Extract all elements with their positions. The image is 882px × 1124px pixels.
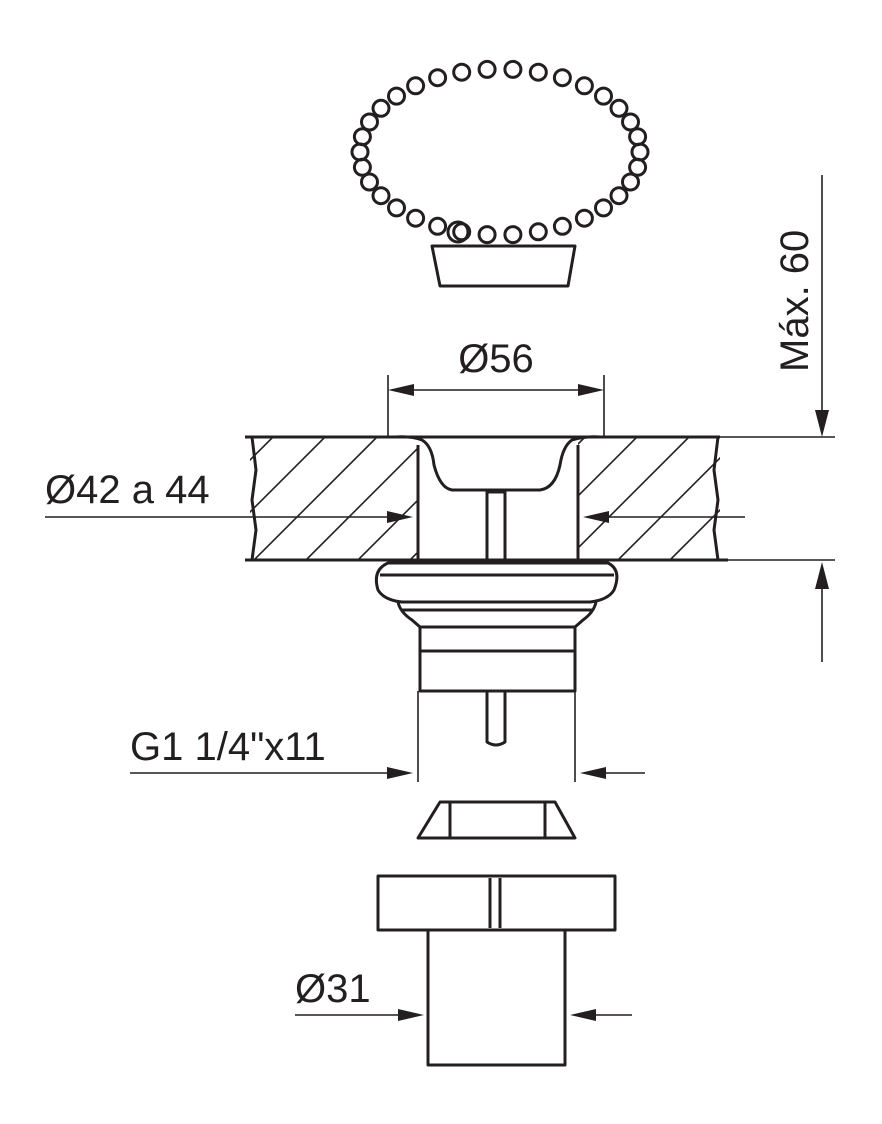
chain-bead <box>428 216 448 236</box>
chain-bead <box>428 68 448 88</box>
hatch-line <box>357 498 418 560</box>
chain-bead <box>628 127 648 147</box>
hatch-line <box>409 550 418 560</box>
hatch-line <box>826 437 882 560</box>
chain-bead <box>574 76 594 96</box>
hatch-line <box>774 437 882 560</box>
max-height-label: Máx. 60 <box>773 230 817 372</box>
chain-bead <box>609 186 629 206</box>
thread-label: G1 1/4"x11 <box>130 725 326 769</box>
hatch-line <box>250 437 326 514</box>
plug-stopper <box>430 244 577 288</box>
max-height-dimension: Máx. 60 <box>720 175 835 662</box>
flange-diameter-label: Ø56 <box>458 337 534 381</box>
chain-bead <box>552 216 572 236</box>
chain-bead <box>406 208 426 228</box>
chain-bead <box>594 198 613 218</box>
hatch-line <box>578 437 690 550</box>
chain-bead <box>387 198 406 218</box>
hatch-line <box>253 437 378 560</box>
washer <box>416 800 577 840</box>
chain-bead <box>477 59 497 79</box>
hatch-line <box>878 437 882 560</box>
chain-bead <box>621 172 640 192</box>
countertop-section <box>245 435 882 562</box>
chain-bead <box>628 157 648 177</box>
chain-bead <box>594 86 613 106</box>
thread-dimension: G1 1/4"x11 <box>130 691 645 782</box>
chain-bead <box>621 112 640 132</box>
chain-ring <box>446 220 470 244</box>
chain-bead <box>609 98 629 118</box>
chain-bead <box>528 222 548 242</box>
chain-bead <box>503 225 523 245</box>
hatch-line <box>462 437 585 560</box>
hatch-line <box>826 437 882 560</box>
drain-body <box>374 435 619 747</box>
hatch-line <box>722 437 845 560</box>
hatch-line <box>617 456 720 560</box>
chain-bead <box>406 76 426 96</box>
hatch-line <box>578 437 638 498</box>
chain-bead <box>360 112 379 132</box>
ball-chain <box>350 59 650 245</box>
chain-bead <box>371 186 391 206</box>
chain-bead <box>371 98 391 118</box>
hatch-line <box>669 508 720 560</box>
chain-bead <box>387 86 406 106</box>
hatch-line <box>722 437 845 560</box>
hatch-line <box>774 437 882 560</box>
chain-bead <box>528 62 548 82</box>
hatch-line <box>250 437 274 462</box>
chain-bead <box>630 142 650 162</box>
hatch-line <box>878 437 882 560</box>
outlet-diameter-label: Ø31 <box>295 967 371 1011</box>
chain-bead <box>352 127 372 147</box>
chain-bead <box>360 172 379 192</box>
hatch-line <box>578 437 586 446</box>
hatch-line <box>305 446 418 560</box>
flange-diameter-dimension: Ø56 <box>387 337 605 437</box>
chain-bead <box>350 142 370 162</box>
outlet-diameter-dimension: Ø31 <box>295 967 632 1021</box>
chain-bead <box>552 68 572 88</box>
chain-bead <box>452 62 472 82</box>
hole-diameter-dimension: Ø42 a 44 <box>45 468 745 523</box>
chain-bead <box>503 59 523 79</box>
hole-diameter-label: Ø42 a 44 <box>45 468 210 512</box>
chain-bead <box>477 225 497 245</box>
outlet-nut <box>376 874 617 1067</box>
chain-bead <box>574 208 594 228</box>
chain-bead <box>352 157 372 177</box>
hatch-line <box>410 437 533 560</box>
